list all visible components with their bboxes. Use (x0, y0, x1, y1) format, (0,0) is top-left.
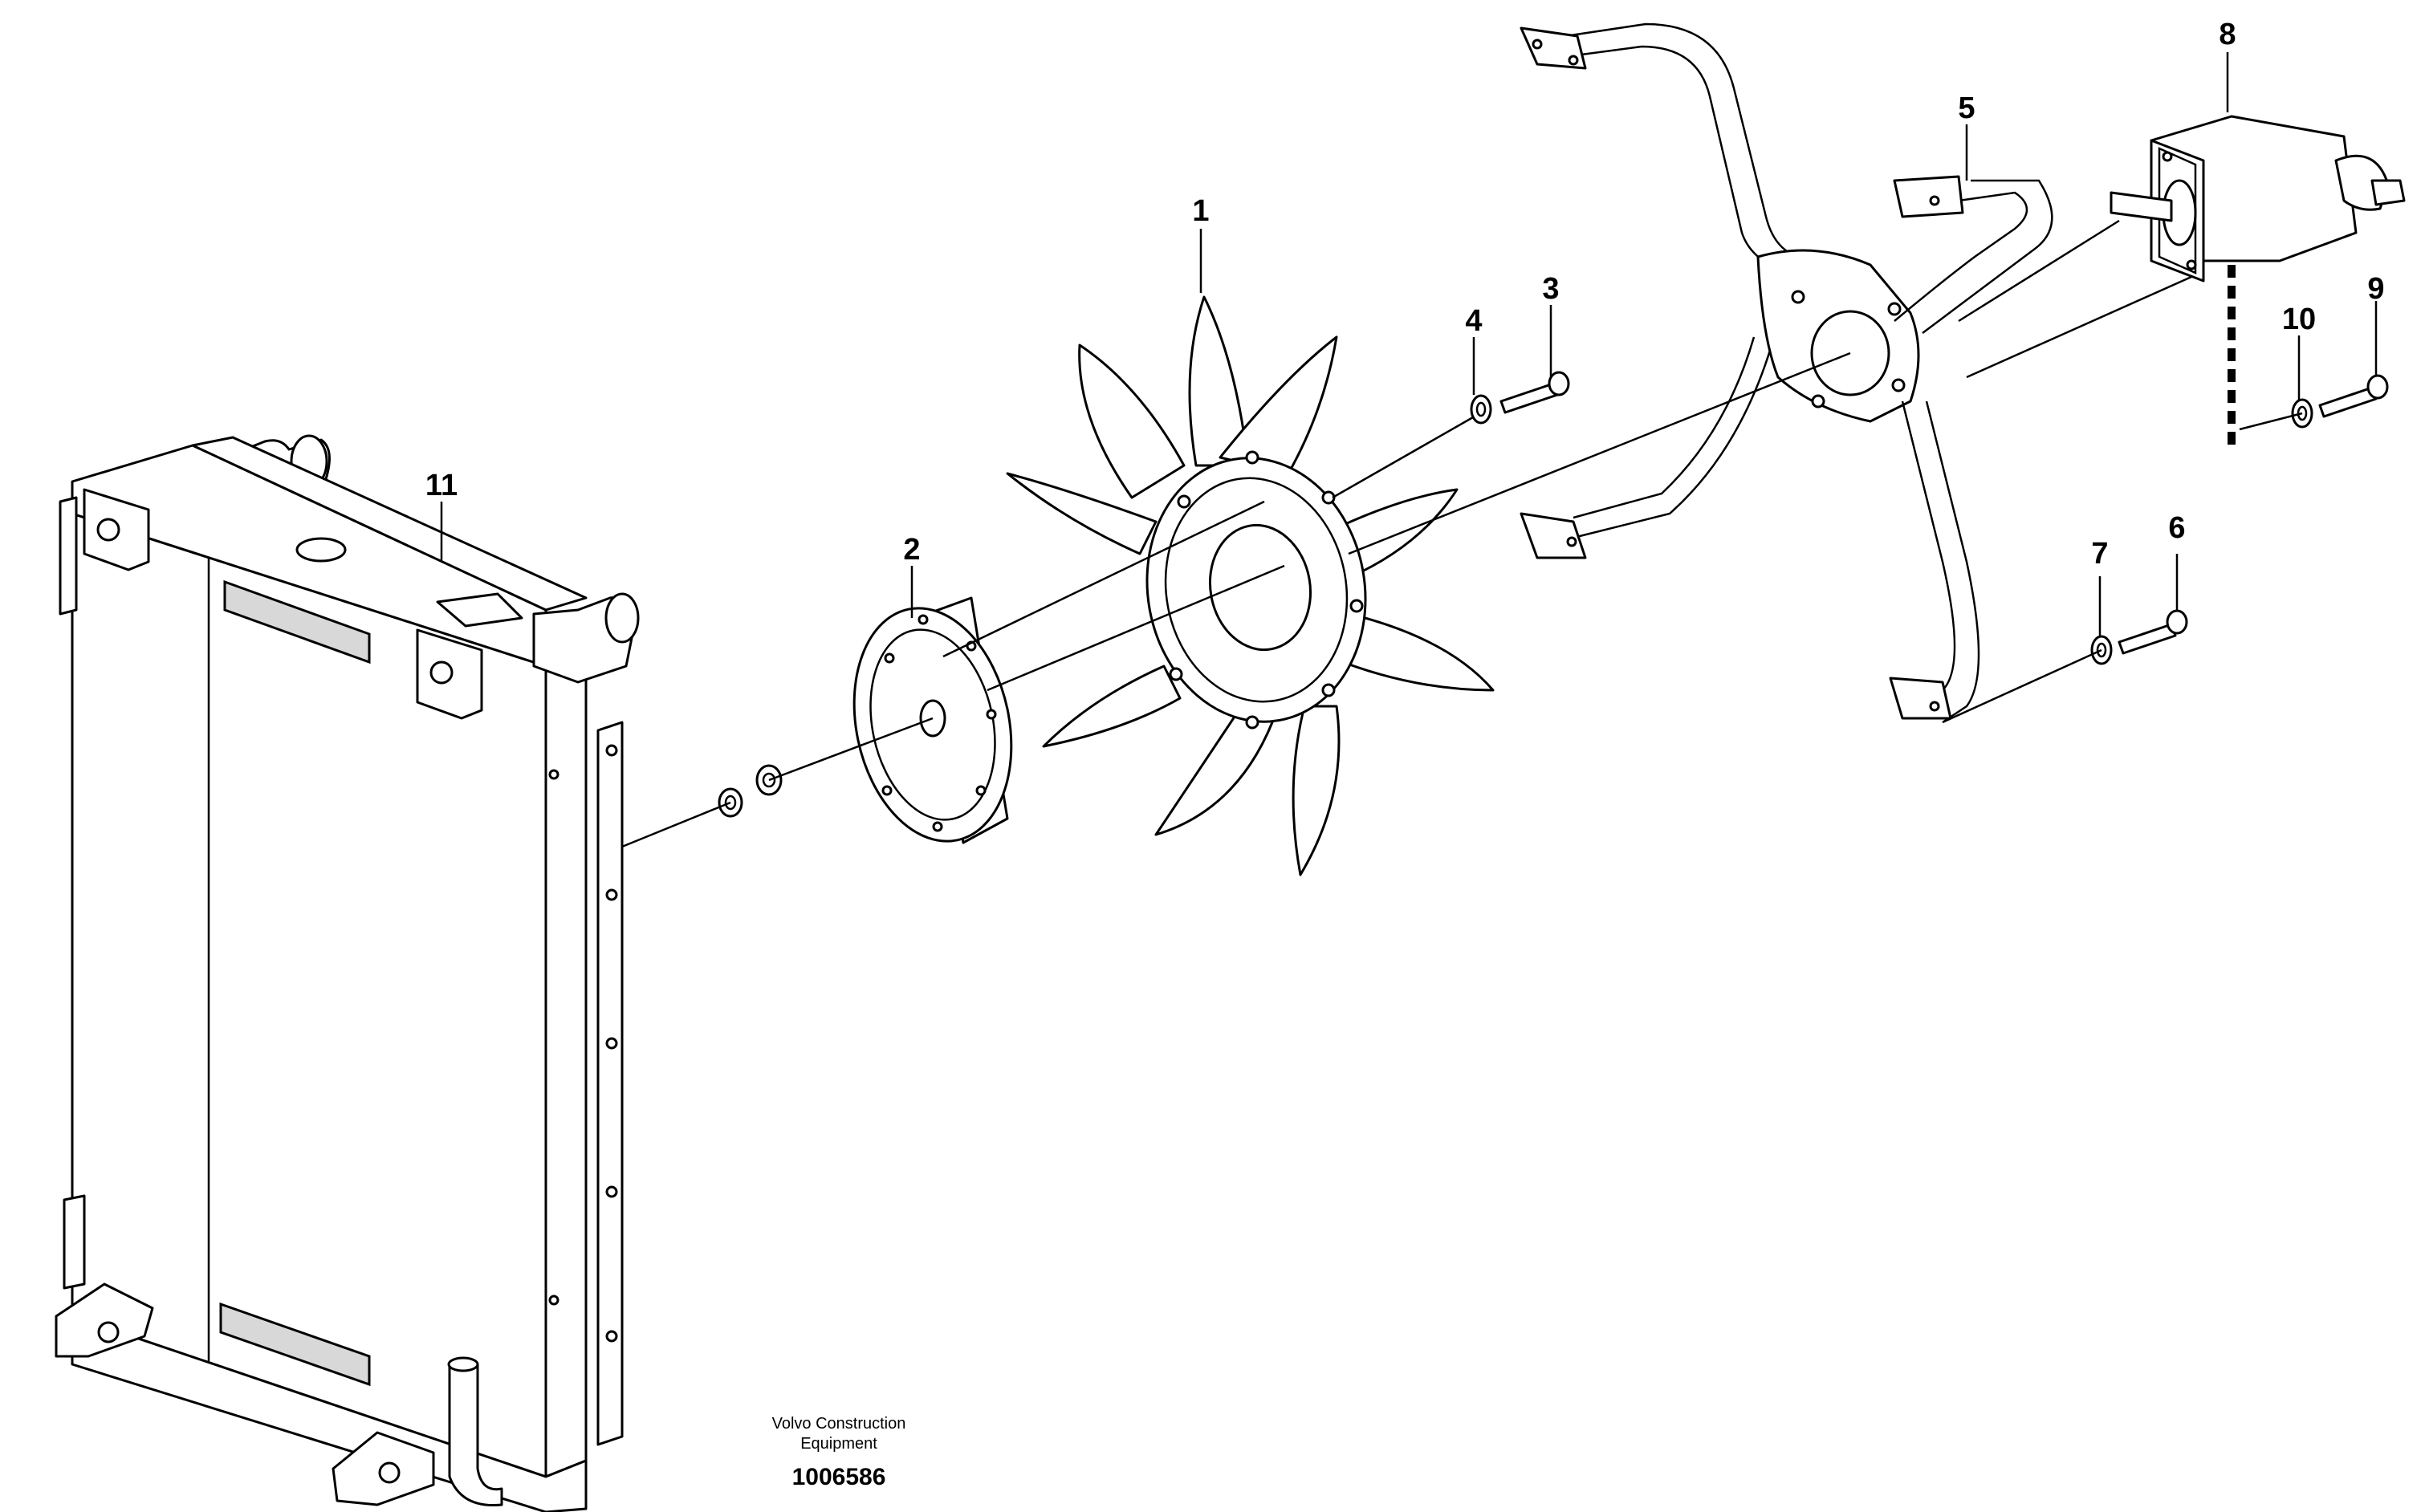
fan-motor (2110, 115, 2406, 282)
figure-caption: Volvo Construction Equipment 1006586 (772, 1415, 906, 1490)
radiator (55, 434, 640, 1512)
callout-6: 6 (2168, 511, 2185, 545)
callout-1: 1 (1192, 194, 1209, 228)
figure-number: 1006586 (792, 1464, 886, 1490)
bolt-and-washer-upper (1470, 371, 1570, 425)
bolt-and-washer-lower (2090, 609, 2188, 665)
callout-8: 8 (2219, 18, 2236, 51)
callout-leaders (440, 52, 2378, 636)
bolt-and-washer-right (2291, 374, 2389, 429)
callout-11: 11 (425, 469, 458, 502)
hub-flange (852, 596, 1013, 844)
callout-labels: 1 2 3 4 5 6 7 8 9 10 11 (425, 18, 2385, 571)
callout-5: 5 (1958, 91, 1975, 125)
callout-3: 3 (1542, 272, 1559, 306)
fan (1006, 295, 1495, 876)
callout-10: 10 (2282, 303, 2316, 336)
callout-2: 2 (903, 533, 920, 567)
callout-4: 4 (1465, 304, 1482, 338)
fan-motor-support-frame (1520, 22, 2053, 724)
caption-company: Volvo Construction (772, 1415, 906, 1433)
callout-9: 9 (2367, 272, 2384, 306)
caption-division: Equipment (800, 1435, 877, 1453)
callout-7: 7 (2091, 537, 2108, 571)
assembly-axis-lines (621, 219, 2303, 848)
hub-washers (718, 764, 783, 818)
